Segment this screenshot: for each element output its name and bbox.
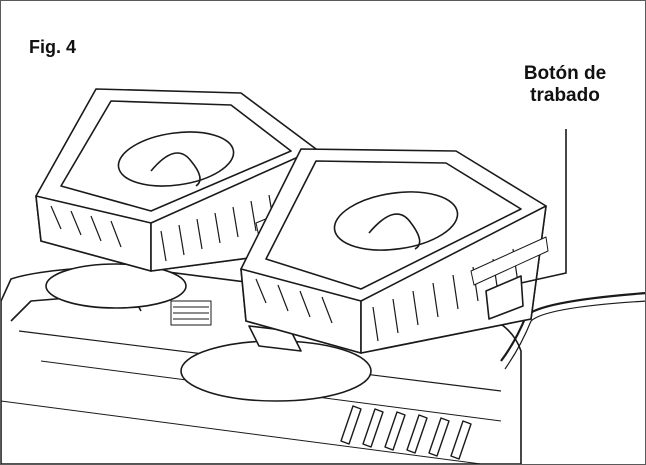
callout-label: Botón de trabado xyxy=(491,63,639,107)
callout-leader-line xyxy=(520,129,567,284)
figure-title: Fig. 4 xyxy=(29,37,77,57)
callout-line-1: Botón de xyxy=(523,63,607,84)
callout-line-2: trabado xyxy=(530,85,600,106)
latch-button xyxy=(485,275,524,320)
battery-right xyxy=(240,148,549,354)
